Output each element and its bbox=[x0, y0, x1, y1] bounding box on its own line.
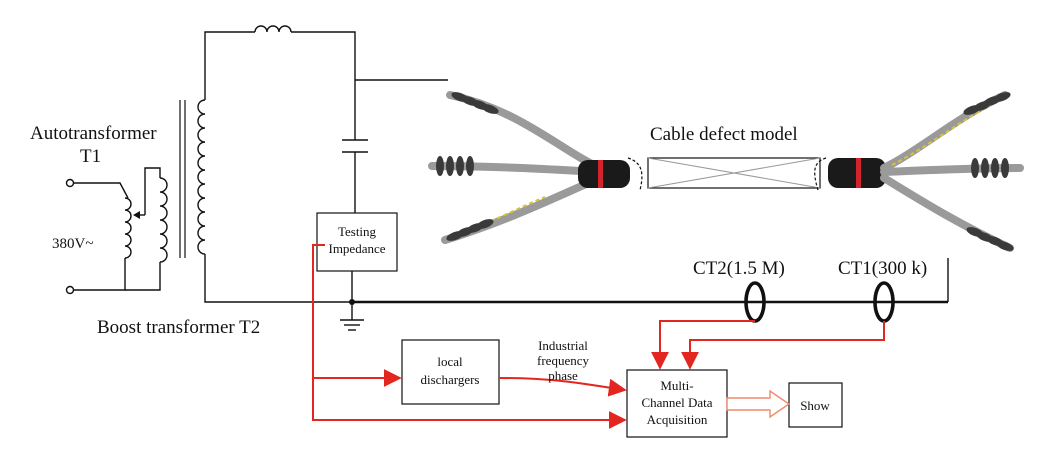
testing-impedance-box: Testing Impedance bbox=[316, 212, 398, 272]
cable-model-label: Cable defect model bbox=[650, 124, 798, 145]
daq-label-2: Channel Data bbox=[641, 395, 712, 410]
industrial-label-3: phase bbox=[548, 368, 578, 383]
signal-ct1-to-daq bbox=[681, 321, 885, 370]
t1-label: T1 bbox=[80, 146, 101, 167]
autotransformer-label: Autotransformer bbox=[30, 123, 157, 144]
cable-defect-model bbox=[428, 91, 1024, 252]
coupling-capacitor bbox=[342, 139, 368, 213]
signal-impedance-to-daq bbox=[312, 244, 627, 429]
ct1-label: CT1(300 k) bbox=[838, 258, 927, 279]
input-terminal-bottom bbox=[65, 285, 75, 295]
show-box: Show bbox=[788, 382, 843, 428]
industrial-label-1: Industrial bbox=[538, 338, 588, 353]
output-arrow bbox=[726, 389, 791, 419]
testing-impedance-label-1: Testing bbox=[338, 224, 377, 239]
local-dischargers-box: local dischargers bbox=[401, 339, 500, 405]
signal-dischargers-to-daq bbox=[498, 377, 627, 397]
voltage-label: 380V~ bbox=[52, 236, 93, 252]
boost-transformer-label: Boost transformer T2 bbox=[97, 317, 260, 338]
signal-paths bbox=[312, 244, 885, 429]
testing-impedance-label-2: Impedance bbox=[328, 241, 385, 256]
local-dischargers-label-1: local bbox=[437, 354, 463, 369]
industrial-label-2: frequency bbox=[537, 353, 589, 368]
input-terminal-top bbox=[65, 178, 75, 188]
ct2-label: CT2(1.5 M) bbox=[693, 258, 785, 279]
ground-symbol bbox=[340, 299, 364, 331]
daq-label-1: Multi- bbox=[660, 378, 693, 393]
autotransformer-symbol bbox=[65, 167, 168, 295]
reactor-inductor bbox=[254, 25, 356, 140]
boost-transformer-symbol bbox=[179, 31, 352, 303]
show-label: Show bbox=[800, 398, 830, 413]
data-acquisition-box: Multi- Channel Data Acquisition bbox=[626, 369, 728, 438]
signal-ct2-to-daq bbox=[651, 320, 755, 370]
daq-label-3: Acquisition bbox=[647, 412, 708, 427]
local-dischargers-label-2: dischargers bbox=[421, 372, 480, 387]
